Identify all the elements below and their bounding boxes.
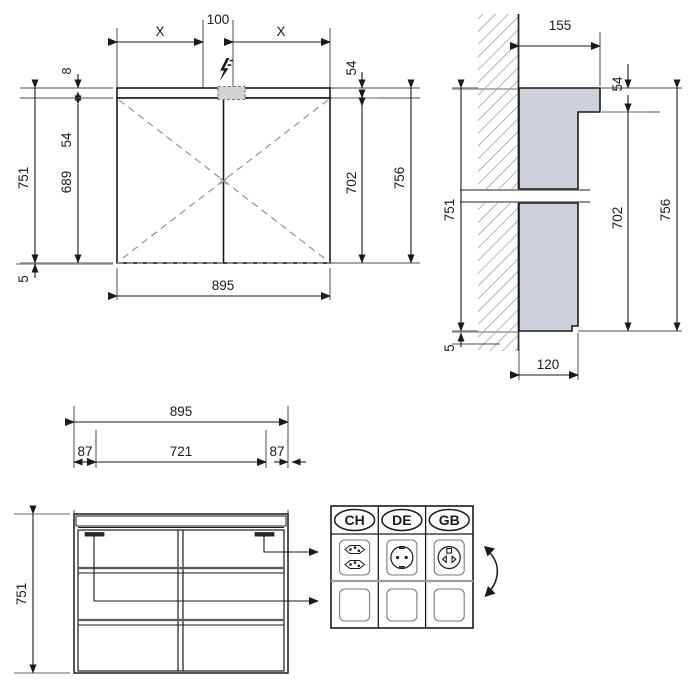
dim-front-body-height: 689 [59,171,74,194]
socket-country-label-gb: GB [439,512,460,528]
dim-side-bottom-gap: 5 [442,344,457,352]
dim-interior-width-total: 895 [170,404,193,419]
front-socket-box [217,85,246,101]
dim-front-width-total: 895 [212,278,235,293]
double-curved-arrow-icon [484,546,499,597]
dim-front-inner-height: 702 [344,172,359,195]
side-right-dimension-lines [624,64,681,332]
hatched-wall-icon [478,14,518,351]
dim-front-top-offset: 54 [59,132,74,148]
dim-side-height-total: 751 [442,199,457,222]
dim-front-overall-height: 751 [16,167,31,190]
hidden-diagonal-cross-icon [118,99,329,262]
socket-header-ch[interactable]: CH [333,508,376,532]
dim-interior-right-margin: 87 [269,444,284,459]
front-right-dimension-lines [358,72,415,264]
socket-header-gb[interactable]: GB [428,508,470,532]
dim-front-outer-height: 756 [392,167,407,190]
socket-country-label-de: DE [392,512,411,528]
dim-front-half-right: X [276,24,285,39]
dim-interior-left-margin: 87 [77,444,92,459]
interior-top-band [75,515,287,527]
dim-side-inner-height: 702 [610,207,625,230]
socket-header-de[interactable]: DE [381,508,423,532]
interior-leader-lines [93,536,319,605]
blank-plate-de[interactable] [386,588,418,622]
dim-side-top-offset: 54 [610,76,625,92]
dim-side-depth-bottom: 120 [537,357,560,372]
blank-plate-ch[interactable] [339,588,371,622]
dim-front-top-band: 8 [60,67,74,74]
dim-side-depth-top: 155 [549,18,572,33]
dim-front-center-gap: 100 [207,12,230,27]
dim-interior-height-total: 751 [14,583,29,606]
uk-socket-icon[interactable] [433,539,465,576]
dim-side-outer-height: 756 [658,199,673,222]
view-interior: 895 87 721 87 751 [14,404,319,674]
interior-socket-right [254,532,275,537]
side-body-lower [518,202,579,332]
blank-plate-gb[interactable] [433,588,465,622]
schuko-socket-icon[interactable] [386,539,418,576]
break-line-icon [460,189,590,203]
socket-panel[interactable]: CH DE GB [330,505,499,629]
socket-country-label-ch: CH [344,512,364,528]
dim-front-bottom-gap: 5 [16,275,31,283]
view-side: 155 120 751 5 54 702 756 [442,14,682,380]
dim-front-right-top-offset: 54 [344,60,359,76]
swiss-double-socket-icon[interactable] [339,539,371,576]
view-front: X X 100 8 54 689 751 5 895 54 [16,12,420,300]
dim-front-half-left: X [155,24,164,39]
front-left-dimension-lines [31,74,82,278]
interior-shelves [78,566,284,626]
center-cross-mark [219,177,228,185]
lightning-bolt-icon [219,58,233,82]
interior-carcass [73,513,289,674]
dim-interior-inner-width: 721 [170,444,193,459]
interior-reference-lines [14,513,70,674]
front-left-witness [60,87,96,99]
socket-panel-column-dividers [377,506,427,628]
interior-socket-left [84,532,105,537]
